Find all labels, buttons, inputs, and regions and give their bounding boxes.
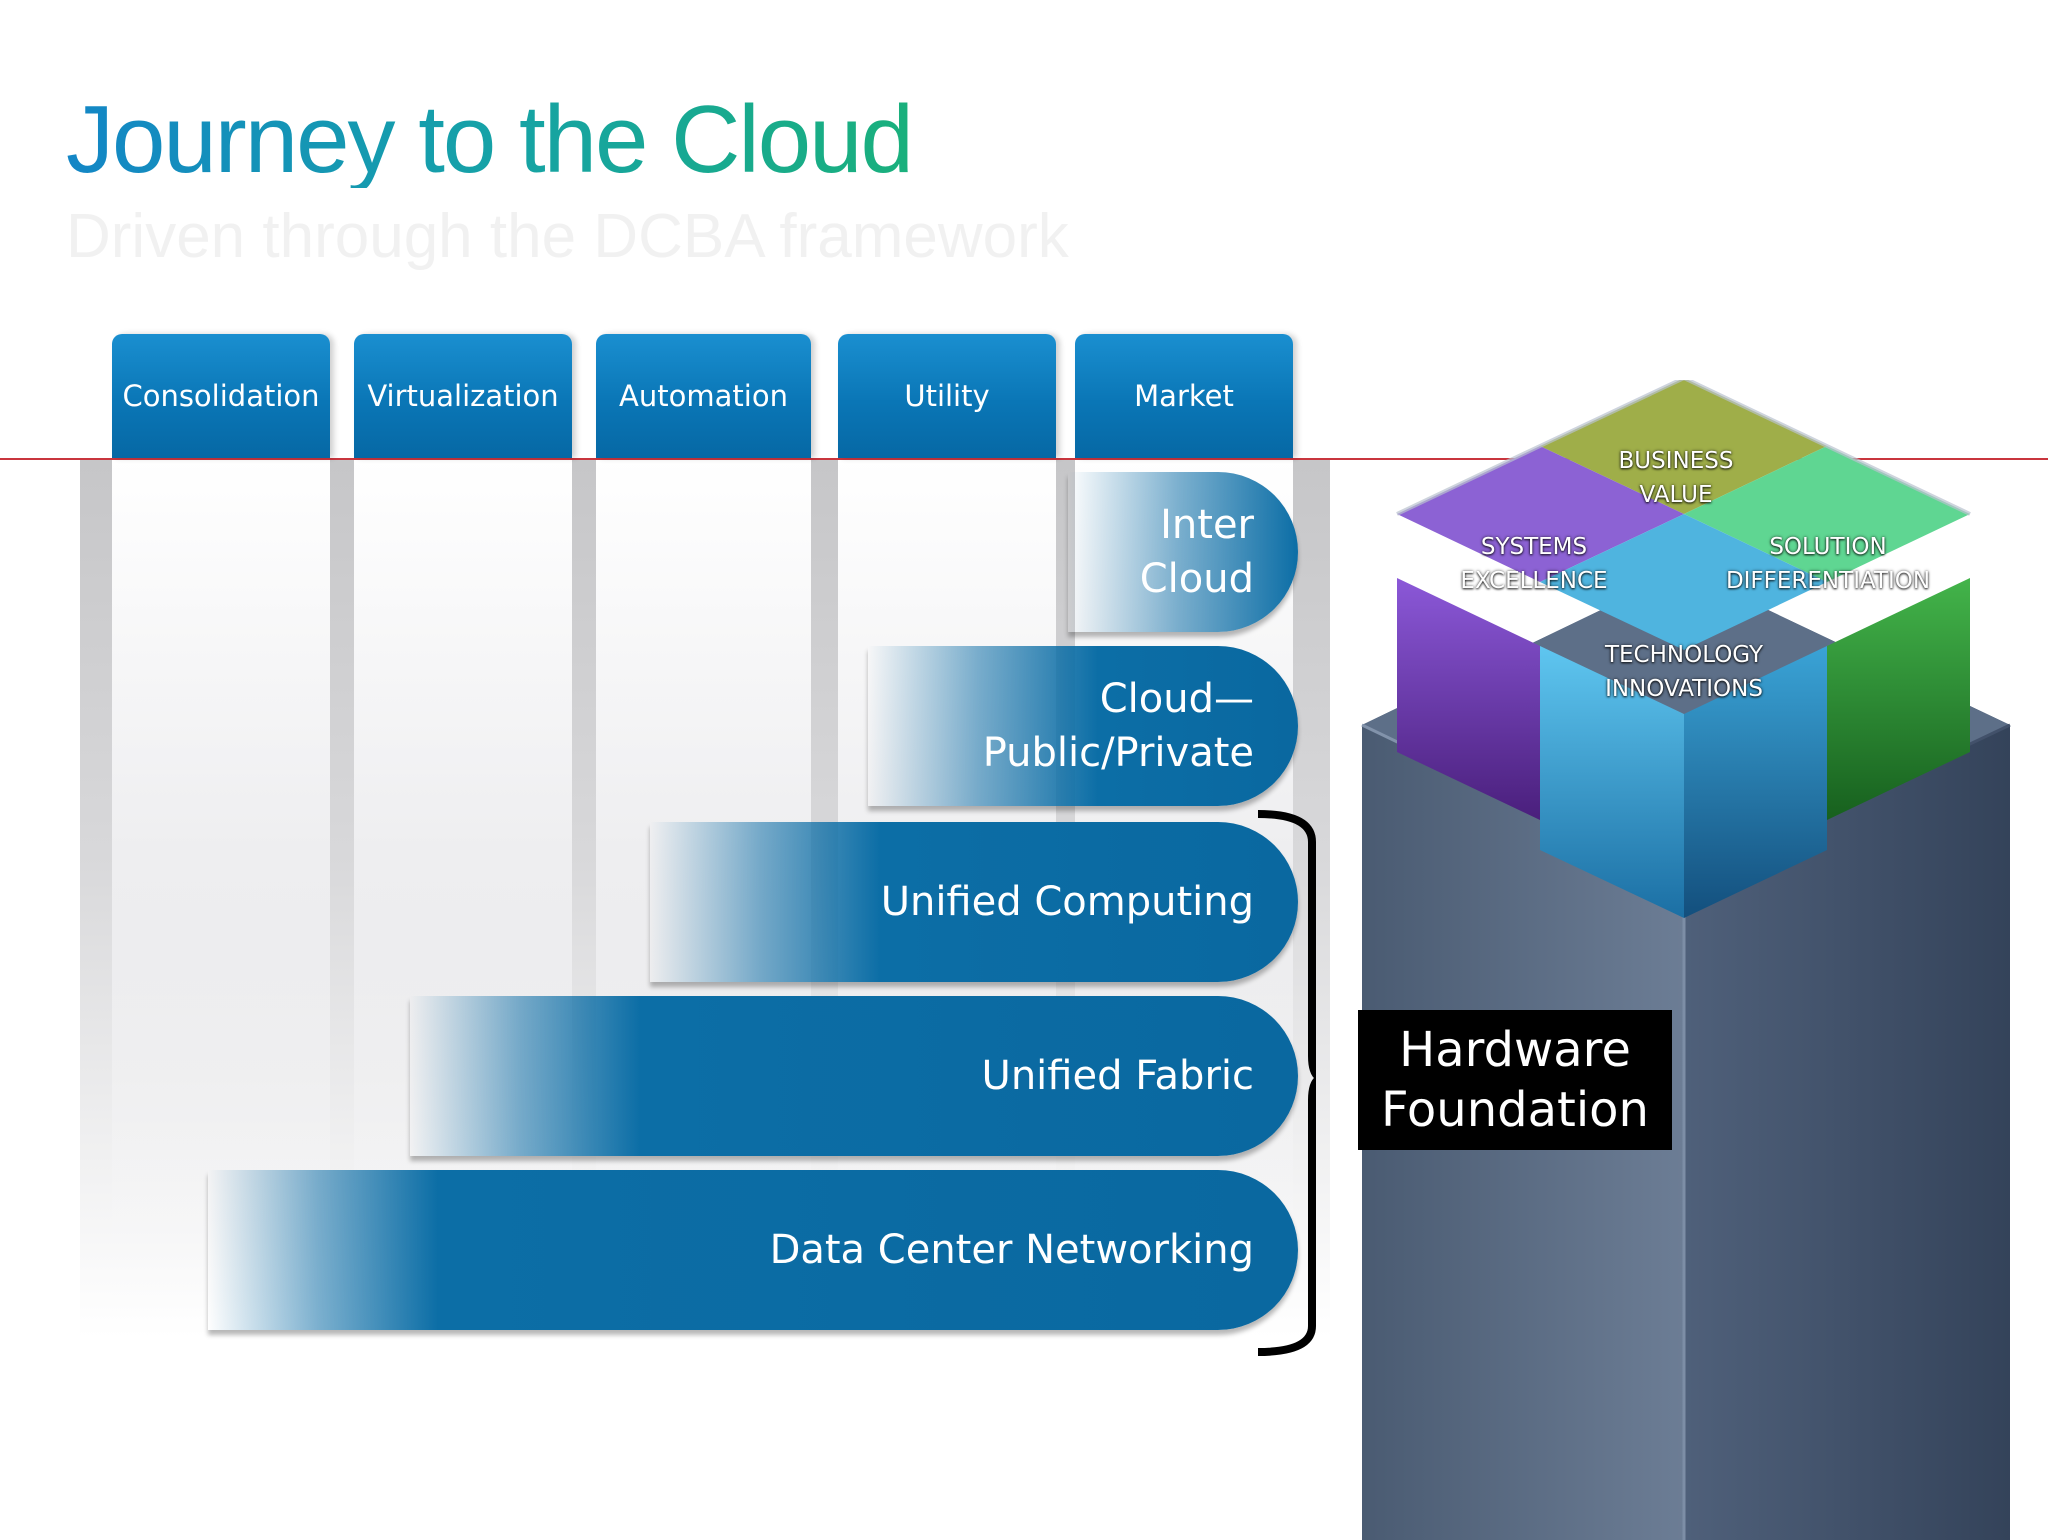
slide-subtitle: Driven through the DCBA framework <box>66 202 1069 271</box>
cube-label-business-value: BUSINESS VALUE <box>1618 448 1734 508</box>
hardware-line-2: Foundation <box>1381 1082 1649 1138</box>
column-header-automation: Automation <box>596 334 811 458</box>
hardware-bracket <box>1257 810 1316 1356</box>
bar-unified-computing: Unified Computing <box>650 822 1298 982</box>
bar-unified-fabric: Unified Fabric <box>410 996 1298 1156</box>
column-header-utility: Utility <box>838 334 1056 458</box>
slide-title: Journey to the Cloud <box>66 86 914 193</box>
cube-label-technology-innovations: TECHNOLOGY INNOVATIONS <box>1604 642 1764 702</box>
hardware-line-1: Hardware <box>1399 1022 1631 1078</box>
bar-cloud-public-private: Cloud— Public/Private <box>868 646 1298 806</box>
column-header-market: Market <box>1075 334 1293 458</box>
cube-label-solution-differentiation: SOLUTION DIFFERENTIATION <box>1725 534 1931 594</box>
bar-data-center-networking: Data Center Networking <box>208 1170 1298 1330</box>
hardware-foundation-label: Hardware Foundation <box>1358 1010 1672 1150</box>
column-header-virtualization: Virtualization <box>354 334 572 458</box>
bar-inter-cloud: Inter Cloud <box>1068 472 1298 632</box>
cube-label-systems-excellence: SYSTEMS EXCELLENCE <box>1460 534 1608 594</box>
horizon-line <box>0 458 2048 460</box>
column-header-consolidation: Consolidation <box>112 334 330 458</box>
